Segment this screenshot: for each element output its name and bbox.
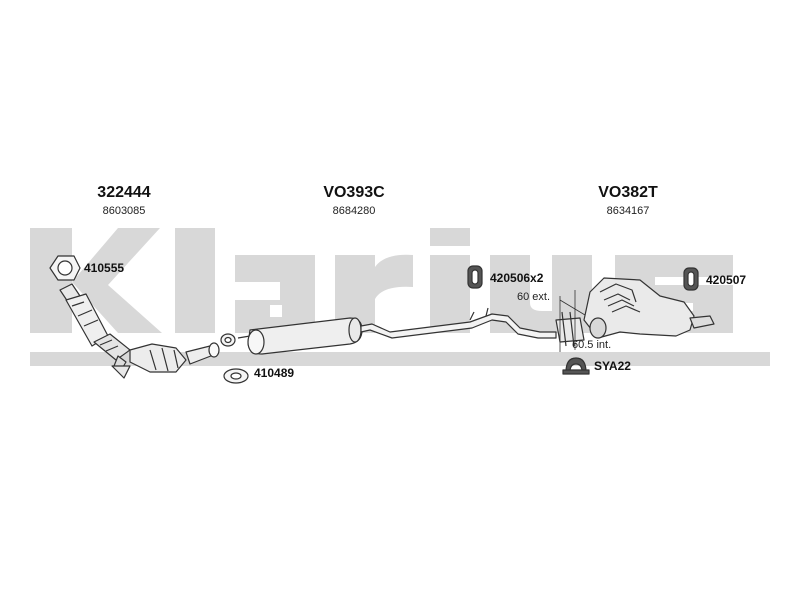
- rear-silencer-vo382t-icon: [583, 277, 715, 339]
- oe-number-8603085: 8603085: [102, 205, 146, 217]
- gasket-410489-icon: [220, 333, 249, 384]
- catalyst-pipe-322444-icon: [59, 283, 220, 379]
- middle-silencer-vo393c-icon: [237, 307, 557, 355]
- clamp-sya22-icon: [562, 357, 590, 375]
- pipe-joint-icon: [555, 290, 591, 352]
- part-number-sya22: SYA22: [594, 359, 631, 373]
- oe-number-8684280: 8684280: [332, 205, 376, 217]
- part-code-vo393c: VO393C: [323, 184, 385, 201]
- hanger-420506-icon: [467, 265, 483, 289]
- part-number-410489: 410489: [254, 366, 295, 380]
- hanger-420507-icon: [683, 267, 699, 291]
- part-number-420506x2: 420506x2: [490, 271, 544, 285]
- part-number-410555: 410555: [84, 261, 125, 275]
- note-60-ext: 60 ext.: [517, 291, 551, 303]
- oe-number-8634167: 8634167: [606, 205, 650, 217]
- gasket-410555-icon: [49, 255, 81, 281]
- part-number-420507: 420507: [706, 273, 747, 287]
- note-60-5-int: 60.5 int.: [572, 339, 612, 351]
- part-code-322444: 322444: [97, 184, 151, 201]
- part-code-vo382t: VO382T: [598, 184, 658, 201]
